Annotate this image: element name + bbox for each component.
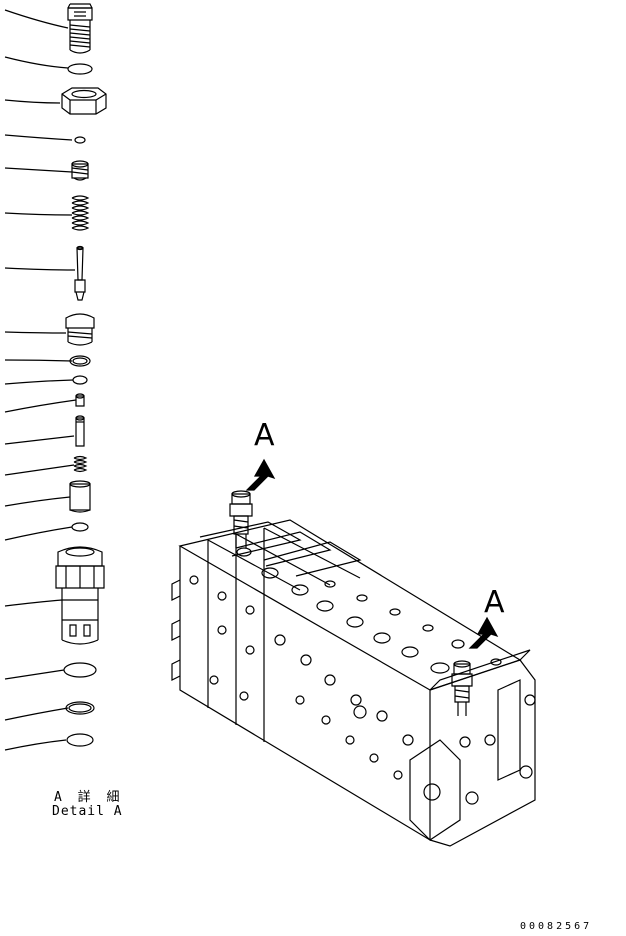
drawing-number: 00082567 xyxy=(520,921,593,932)
leader-line xyxy=(5,135,72,140)
leader-line xyxy=(5,10,68,28)
block-front-face xyxy=(180,546,430,840)
sleeve-part xyxy=(70,481,90,512)
pin-part xyxy=(76,416,84,446)
leader-line xyxy=(5,740,66,750)
arrow-icon xyxy=(470,618,497,648)
rod-part xyxy=(75,247,85,301)
installed-valve-left xyxy=(230,491,252,548)
o-ring-part xyxy=(73,376,87,384)
small-plug-part xyxy=(76,394,84,406)
leader-line xyxy=(5,600,62,606)
leader-line xyxy=(5,708,68,720)
leader-line xyxy=(5,465,74,475)
callout-label-a: A xyxy=(484,585,505,620)
detail-caption-japanese: A 詳 細 xyxy=(54,790,124,805)
block-end-face xyxy=(430,660,535,846)
leader-line xyxy=(5,527,72,540)
leader-line xyxy=(5,670,64,679)
leader-line xyxy=(5,400,76,412)
nut-part xyxy=(62,88,106,114)
exploded-parts-column xyxy=(56,4,106,746)
leader-line xyxy=(5,213,72,215)
seat-part xyxy=(66,314,94,345)
ring-part xyxy=(73,358,87,364)
leader-line xyxy=(5,497,70,506)
small-ring-part xyxy=(75,137,85,143)
leader-lines xyxy=(5,10,76,750)
installed-valve-right xyxy=(452,661,472,716)
leader-line xyxy=(5,380,73,384)
o-ring-part xyxy=(67,734,93,746)
spring-part xyxy=(72,196,88,230)
arrow-icon xyxy=(247,460,274,490)
leader-line xyxy=(5,168,72,172)
plug-part xyxy=(68,4,92,53)
detail-caption-english: Detail A xyxy=(52,804,123,819)
callout-label-a: A xyxy=(254,418,275,453)
leader-line xyxy=(5,100,60,103)
ring-part xyxy=(70,356,90,366)
leader-line xyxy=(5,332,66,333)
ring-part xyxy=(69,704,91,712)
o-ring-part xyxy=(64,663,96,677)
valve-body-part xyxy=(56,547,104,644)
leader-line xyxy=(5,360,72,361)
leader-line xyxy=(5,268,75,270)
ring-part xyxy=(72,523,88,531)
small-spring-part xyxy=(74,457,86,472)
ring-part xyxy=(66,702,94,714)
poppet-part xyxy=(72,161,88,180)
o-ring-part xyxy=(68,64,92,74)
leader-line xyxy=(5,436,74,444)
control-valve-block xyxy=(172,520,535,846)
leader-line xyxy=(5,57,68,68)
